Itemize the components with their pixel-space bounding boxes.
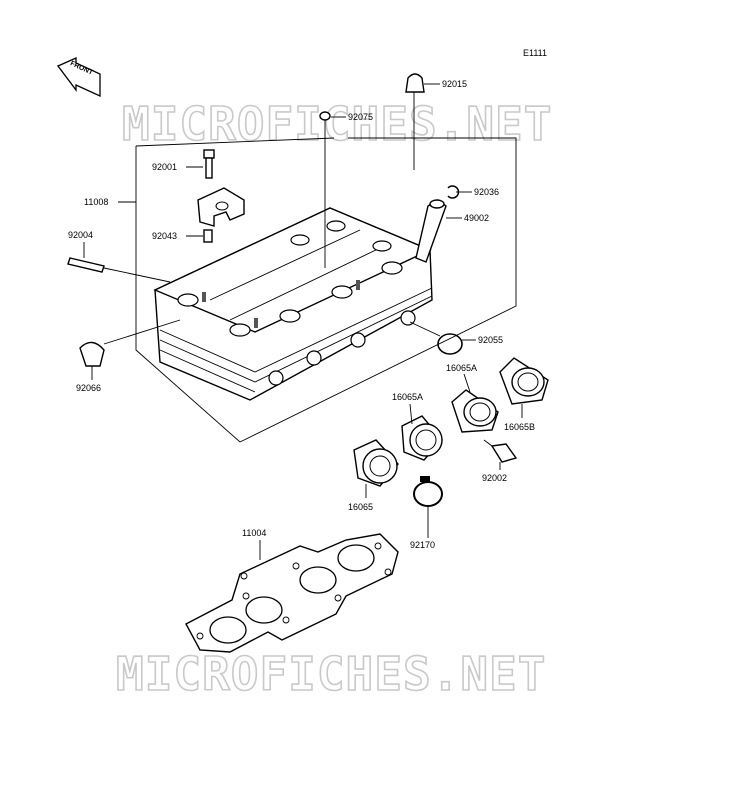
part-92002-bolt: 92002 <box>482 439 518 483</box>
label-16065: 16065 <box>348 502 373 512</box>
diagram-code: E1111 <box>523 48 547 58</box>
part-92043-pin: 92043 <box>152 229 213 243</box>
part-16065-holder: 16065 <box>348 439 399 512</box>
part-92055-o-ring: 92055 <box>409 321 503 355</box>
label-92036: 92036 <box>474 187 499 197</box>
part-16065A-holder-left: 16065A <box>392 392 443 461</box>
label-92075: 92075 <box>348 112 373 122</box>
label-92055: 92055 <box>478 335 503 345</box>
label-92001: 92001 <box>152 162 177 172</box>
part-11008-head: 11008 <box>84 197 136 207</box>
assembly-outline <box>135 137 517 443</box>
part-92001-bolt: 92001 <box>152 149 215 179</box>
label-16065B: 16065B <box>504 422 535 432</box>
label-92043: 92043 <box>152 231 177 241</box>
camshaft-cap <box>197 187 245 227</box>
part-16065A-holder-right: 16065A <box>446 363 499 433</box>
label-11008: 11008 <box>84 197 108 207</box>
label-16065A-left: 16065A <box>392 392 423 402</box>
cylinder-head <box>153 207 433 401</box>
label-92004: 92004 <box>68 230 93 240</box>
part-92066-plug: 92066 <box>76 319 181 393</box>
part-92075-plug: 92075 <box>319 111 373 268</box>
part-92170-clamp: 92170 <box>410 476 443 550</box>
label-11004: 11004 <box>242 528 266 538</box>
part-16065B-holder: 16065B <box>499 357 549 432</box>
watermark-top: MICROFICHES.NET <box>122 97 552 151</box>
label-16065A-right: 16065A <box>446 363 477 373</box>
label-92015: 92015 <box>442 79 467 89</box>
label-92170: 92170 <box>410 540 435 550</box>
label-92066: 92066 <box>76 383 101 393</box>
part-11004-head-gasket: 11004 <box>185 528 399 653</box>
part-92036-clip: 92036 <box>447 185 499 199</box>
label-92002: 92002 <box>482 473 507 483</box>
front-arrow-icon: FRONT <box>56 56 101 98</box>
part-49002-guide: 49002 <box>415 199 489 263</box>
watermark-bottom: MICROFICHES.NET <box>116 647 546 701</box>
part-92015-cap-nut: 92015 <box>405 73 467 170</box>
part-92004-stud: 92004 <box>67 230 171 283</box>
label-49002: 49002 <box>464 213 489 223</box>
